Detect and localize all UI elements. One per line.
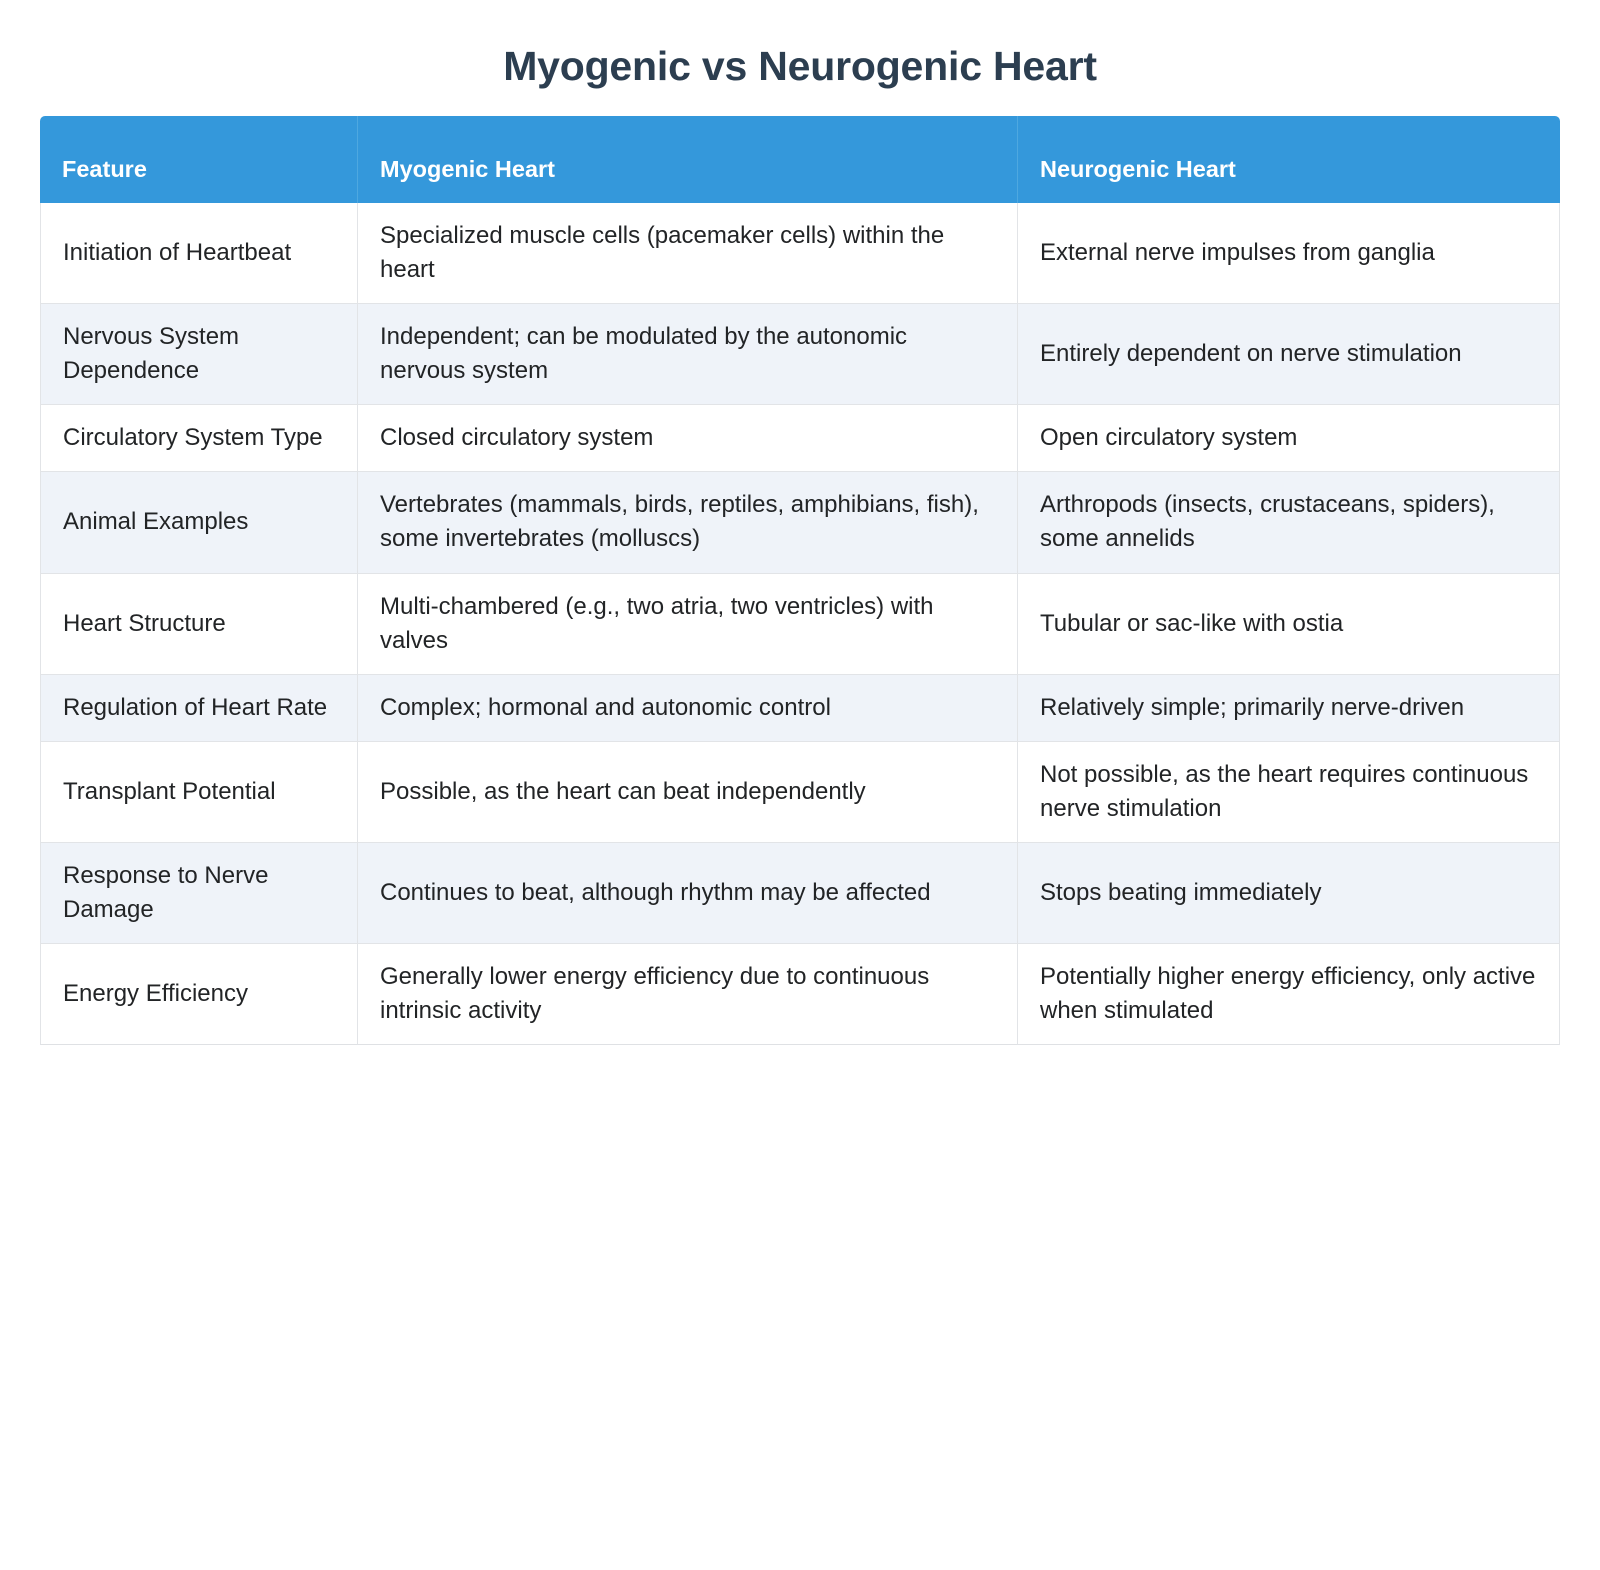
cell-myogenic: Continues to beat, although rhythm may b… [358,842,1018,945]
cell-myogenic: Vertebrates (mammals, birds, reptiles, a… [358,472,1018,574]
cell-myogenic: Multi-chambered (e.g., two atria, two ve… [358,573,1018,675]
column-header-myogenic: Myogenic Heart [358,116,1018,203]
cell-neurogenic: Not possible, as the heart requires cont… [1018,741,1560,843]
table-row: Energy Efficiency Generally lower energy… [40,944,1560,1046]
cell-myogenic: Possible, as the heart can beat independ… [358,741,1018,843]
table-header: Feature Myogenic Heart Neurogenic Heart [40,116,1560,203]
table-row: Response to Nerve Damage Continues to be… [40,842,1560,945]
table-row: Transplant Potential Possible, as the he… [40,741,1560,843]
cell-feature: Energy Efficiency [40,944,358,1046]
cell-feature: Initiation of Heartbeat [40,203,358,305]
cell-neurogenic: Potentially higher energy efficiency, on… [1018,944,1560,1046]
table-body: Initiation of Heartbeat Specialized musc… [40,203,1560,1046]
cell-neurogenic: Arthropods (insects, crustaceans, spider… [1018,472,1560,574]
table-row: Regulation of Heart Rate Complex; hormon… [40,674,1560,742]
cell-feature: Response to Nerve Damage [40,842,358,945]
cell-feature: Nervous System Dependence [40,304,358,406]
cell-myogenic: Independent; can be modulated by the aut… [358,304,1018,406]
header-row: Feature Myogenic Heart Neurogenic Heart [40,116,1560,203]
cell-neurogenic: Tubular or sac-like with ostia [1018,573,1560,675]
cell-myogenic: Complex; hormonal and autonomic control [358,674,1018,742]
cell-feature: Animal Examples [40,472,358,574]
cell-feature: Transplant Potential [40,741,358,843]
cell-neurogenic: Stops beating immediately [1018,842,1560,945]
column-header-feature: Feature [40,116,358,203]
cell-myogenic: Specialized muscle cells (pacemaker cell… [358,203,1018,305]
cell-feature: Regulation of Heart Rate [40,674,358,742]
table-row: Nervous System Dependence Independent; c… [40,304,1560,406]
table-row: Heart Structure Multi-chambered (e.g., t… [40,573,1560,675]
cell-neurogenic: External nerve impulses from ganglia [1018,203,1560,305]
comparison-table: Feature Myogenic Heart Neurogenic Heart … [40,116,1560,1046]
table-row: Animal Examples Vertebrates (mammals, bi… [40,472,1560,574]
cell-neurogenic: Open circulatory system [1018,405,1560,473]
table-row: Initiation of Heartbeat Specialized musc… [40,203,1560,305]
cell-feature: Circulatory System Type [40,405,358,473]
comparison-table-container: Feature Myogenic Heart Neurogenic Heart … [40,116,1560,1046]
table-row: Circulatory System Type Closed circulato… [40,405,1560,473]
page-title: Myogenic vs Neurogenic Heart [503,43,1097,89]
cell-feature: Heart Structure [40,573,358,675]
column-header-neurogenic: Neurogenic Heart [1018,116,1560,203]
cell-neurogenic: Entirely dependent on nerve stimulation [1018,304,1560,406]
cell-myogenic: Closed circulatory system [358,405,1018,473]
cell-myogenic: Generally lower energy efficiency due to… [358,944,1018,1046]
cell-neurogenic: Relatively simple; primarily nerve-drive… [1018,674,1560,742]
